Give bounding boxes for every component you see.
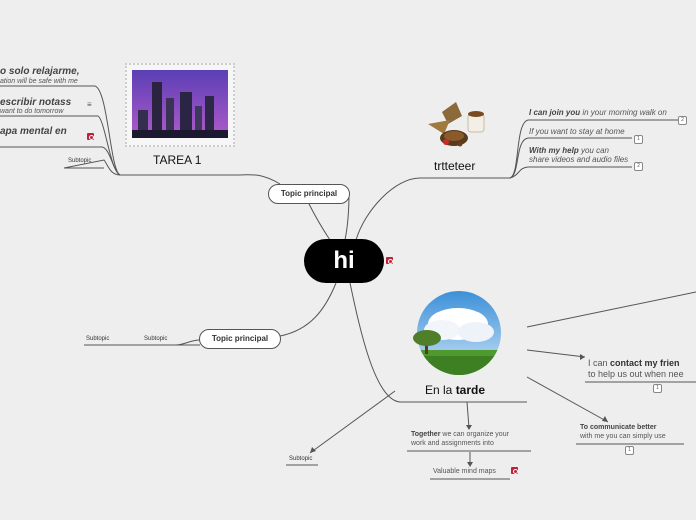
left-subtopic[interactable]: Subtopic	[68, 158, 91, 164]
count-badge[interactable]: 2	[634, 162, 643, 171]
city-skyline-icon	[132, 70, 228, 138]
tree-photo	[408, 290, 502, 378]
communicate-bold: To communicate better	[580, 424, 657, 431]
leaf-together-line2: work and assignments into	[411, 440, 494, 447]
left-item-3-title[interactable]: apa mental en	[0, 126, 67, 137]
count-badge[interactable]: 1	[634, 135, 643, 144]
leaf-help-bold: With my help	[529, 146, 579, 155]
leaf-stay-home[interactable]: If you want to stay at home	[529, 127, 625, 136]
leaf-help-line2: share videos and audio files	[529, 155, 628, 164]
leaf-contact-line2: to help us out when nee	[588, 369, 684, 379]
coffee-photo	[422, 98, 494, 152]
left-lower-subtopic-b[interactable]: Subtopic	[144, 336, 167, 342]
topic-tarde[interactable]: En la tarde	[425, 383, 485, 397]
leaf-join-bold: I can join you	[529, 108, 580, 117]
count-badge[interactable]: 2	[678, 116, 687, 125]
leaf-help-rest: you can	[579, 146, 609, 155]
mindmap-icon[interactable]	[511, 467, 518, 474]
tarde-subtopic[interactable]: Subtopic	[289, 456, 312, 462]
coffee-icon	[422, 98, 494, 152]
topic-principal-top[interactable]: Topic principal	[268, 184, 350, 204]
leaf-valuable-mind-maps[interactable]: Valuable mind maps	[433, 468, 496, 475]
leaf-join-rest: in your morning walk on	[580, 108, 667, 117]
left-lower-subtopic-a[interactable]: Subtopic	[86, 336, 109, 342]
count-badge[interactable]: 1	[625, 446, 634, 455]
left-item-1-sub: ation will be safe with me	[0, 78, 78, 85]
leaf-communicate-line2: with me you can simply use	[580, 433, 666, 440]
central-node[interactable]: hi	[304, 239, 384, 283]
leaf-communicate[interactable]: To communicate better	[580, 424, 657, 431]
leaf-with-my-help[interactable]: With my help you can	[529, 146, 609, 155]
count-badge[interactable]: 1	[653, 384, 662, 393]
contact-bold: contact my frien	[610, 358, 680, 368]
left-item-1-title[interactable]: o solo relajarme,	[0, 66, 79, 77]
leaf-join-you[interactable]: I can join you in your morning walk on	[529, 108, 667, 117]
topic-trtteteer[interactable]: trtteteer	[434, 159, 475, 173]
tarde-bold: tarde	[456, 383, 485, 397]
mindmap-icon[interactable]	[87, 133, 94, 140]
left-item-2-sub: want to do tomorrow	[0, 108, 63, 115]
contact-prefix: I can	[588, 358, 610, 368]
leaf-contact-friends[interactable]: I can contact my frien	[588, 358, 680, 368]
tarde-prefix: En la	[425, 383, 456, 397]
leaf-together[interactable]: Together we can organize your	[411, 431, 509, 438]
topic-tarea[interactable]: TAREA 1	[153, 153, 201, 167]
topic-principal-left[interactable]: Topic principal	[199, 329, 281, 349]
tree-landscape-icon	[408, 290, 502, 378]
together-bold: Together	[411, 431, 440, 438]
mindmap-icon[interactable]	[386, 257, 393, 264]
city-photo	[125, 63, 235, 147]
left-item-2-title[interactable]: escribir notass	[0, 97, 71, 108]
notes-icon[interactable]: ≡	[87, 100, 92, 109]
together-rest: we can organize your	[440, 431, 508, 438]
